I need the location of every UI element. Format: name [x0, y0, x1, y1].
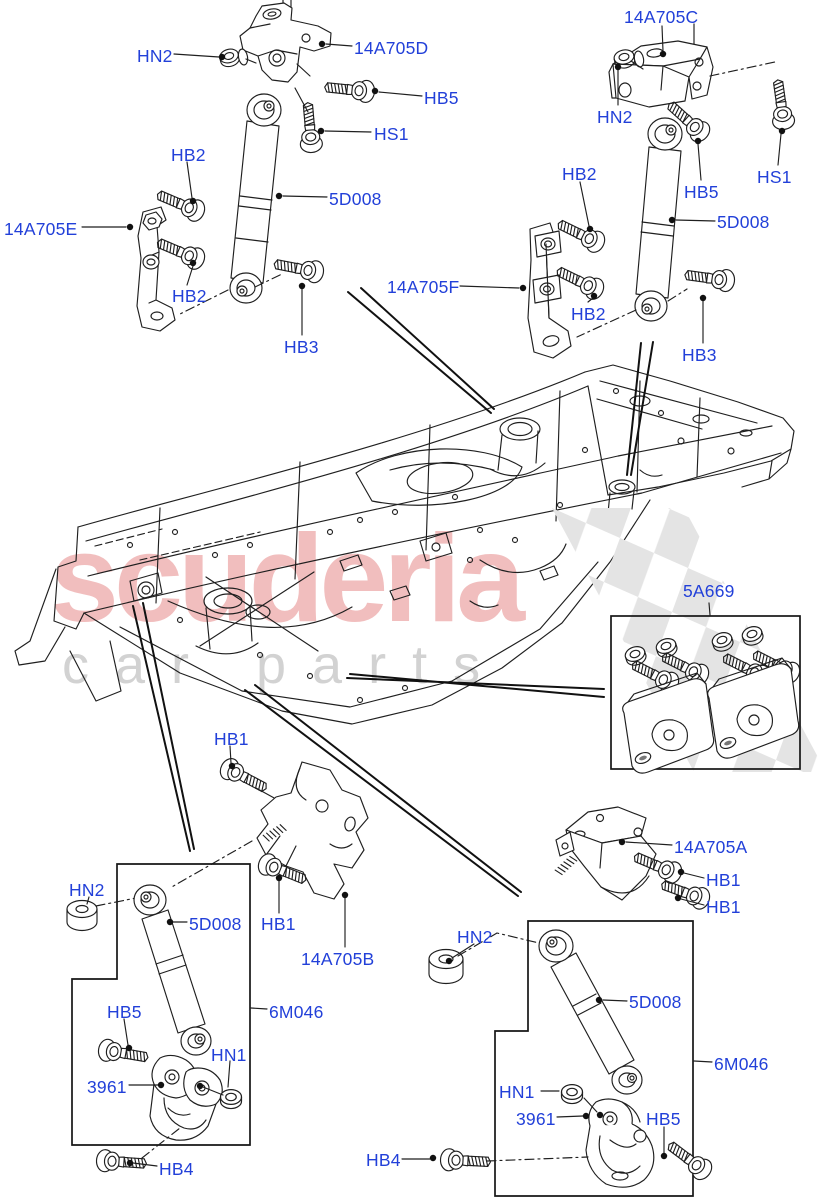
- part-label-14a705c-9: 14A705C: [624, 7, 699, 27]
- bracket-14a705e: [136, 206, 176, 332]
- part-label-3961-36: 3961: [516, 1109, 556, 1129]
- nut-hn2: [428, 948, 464, 985]
- assembly-top-right: [527, 23, 797, 476]
- part-label-14a705a-29: 14A705A: [674, 837, 748, 857]
- part-label-hb4-28: HB4: [159, 1159, 194, 1179]
- callout-leader-lines: [81, 25, 786, 1167]
- part-label-3961-27: 3961: [87, 1077, 127, 1097]
- part-label-hb5-12: HB5: [684, 182, 719, 202]
- shock-absorber-5d008: [133, 884, 212, 1056]
- part-label-hn1-35: HN1: [499, 1082, 535, 1102]
- part-label-5d008-33: 5D008: [629, 992, 682, 1012]
- part-label-hb2-7: HB2: [172, 286, 207, 306]
- part-label-hs1-13: HS1: [757, 167, 792, 187]
- part-label-5d008-5: 5D008: [329, 189, 382, 209]
- nut-hn2: [66, 899, 98, 932]
- part-label-hb3-17: HB3: [682, 345, 717, 365]
- watermark-subtitle: car parts: [62, 635, 507, 695]
- part-label-hb5-24: HB5: [107, 1002, 142, 1022]
- shock-absorber-5d008: [229, 93, 282, 304]
- part-label-14a705b-23: 14A705B: [301, 949, 375, 969]
- part-label-hn2-0: HN2: [137, 46, 173, 66]
- part-label-hb1-19: HB1: [214, 729, 249, 749]
- chassis-frame-drawing: [14, 364, 795, 725]
- shock-kit-box-6m046: [71, 863, 251, 1146]
- part-label-hn2-10: HN2: [597, 107, 633, 127]
- part-label-hb5-37: HB5: [646, 1109, 681, 1129]
- exhaust-insulator-block: [622, 672, 715, 774]
- part-label-5d008-21: 5D008: [189, 914, 242, 934]
- part-label-5d008-14: 5D008: [717, 212, 770, 232]
- shock-kit-box-6m046: [494, 920, 694, 1197]
- bracket-14a705f: [527, 222, 572, 359]
- part-label-6m046-25: 6M046: [269, 1002, 324, 1022]
- part-label-hn2-32: HN2: [457, 927, 493, 947]
- shock-absorber-5d008: [538, 929, 643, 1095]
- part-label-hb2-4: HB2: [171, 145, 206, 165]
- part-label-hb1-22: HB1: [261, 914, 296, 934]
- exhaust-insulator-block: [707, 657, 800, 759]
- part-label-hb3-8: HB3: [284, 337, 319, 357]
- part-label-hb4-38: HB4: [366, 1150, 401, 1170]
- chassis-rivet-holes: [126, 446, 589, 704]
- part-label-hb2-16: HB2: [571, 304, 606, 324]
- part-label-hn2-20: HN2: [69, 880, 105, 900]
- part-label-hb1-30: HB1: [706, 870, 741, 890]
- part-label-6m046-34: 6M046: [714, 1054, 769, 1074]
- part-label-hb5-2: HB5: [424, 88, 459, 108]
- part-label-14a705e-6: 14A705E: [4, 219, 78, 239]
- bracket-14a705d: [239, 2, 332, 83]
- assembly-bottom-right: [428, 806, 717, 1197]
- part-label-hs1-3: HS1: [374, 124, 409, 144]
- part-label-14a705f-15: 14A705F: [387, 277, 460, 297]
- bracket-14a705b: [256, 761, 369, 900]
- shock-absorber-5d008: [634, 117, 683, 322]
- assembly-top-left: [136, 0, 495, 414]
- part-label-hb2-11: HB2: [562, 164, 597, 184]
- bracket-3961: [585, 1098, 655, 1188]
- part-label-5a669-18: 5A669: [683, 581, 735, 601]
- part-label-hn1-26: HN1: [211, 1045, 247, 1065]
- bracket-14a705a: [554, 806, 657, 901]
- kit-box-5a669: [610, 615, 804, 774]
- part-label-14a705d-1: 14A705D: [354, 38, 429, 58]
- part-label-hb1-31: HB1: [706, 897, 741, 917]
